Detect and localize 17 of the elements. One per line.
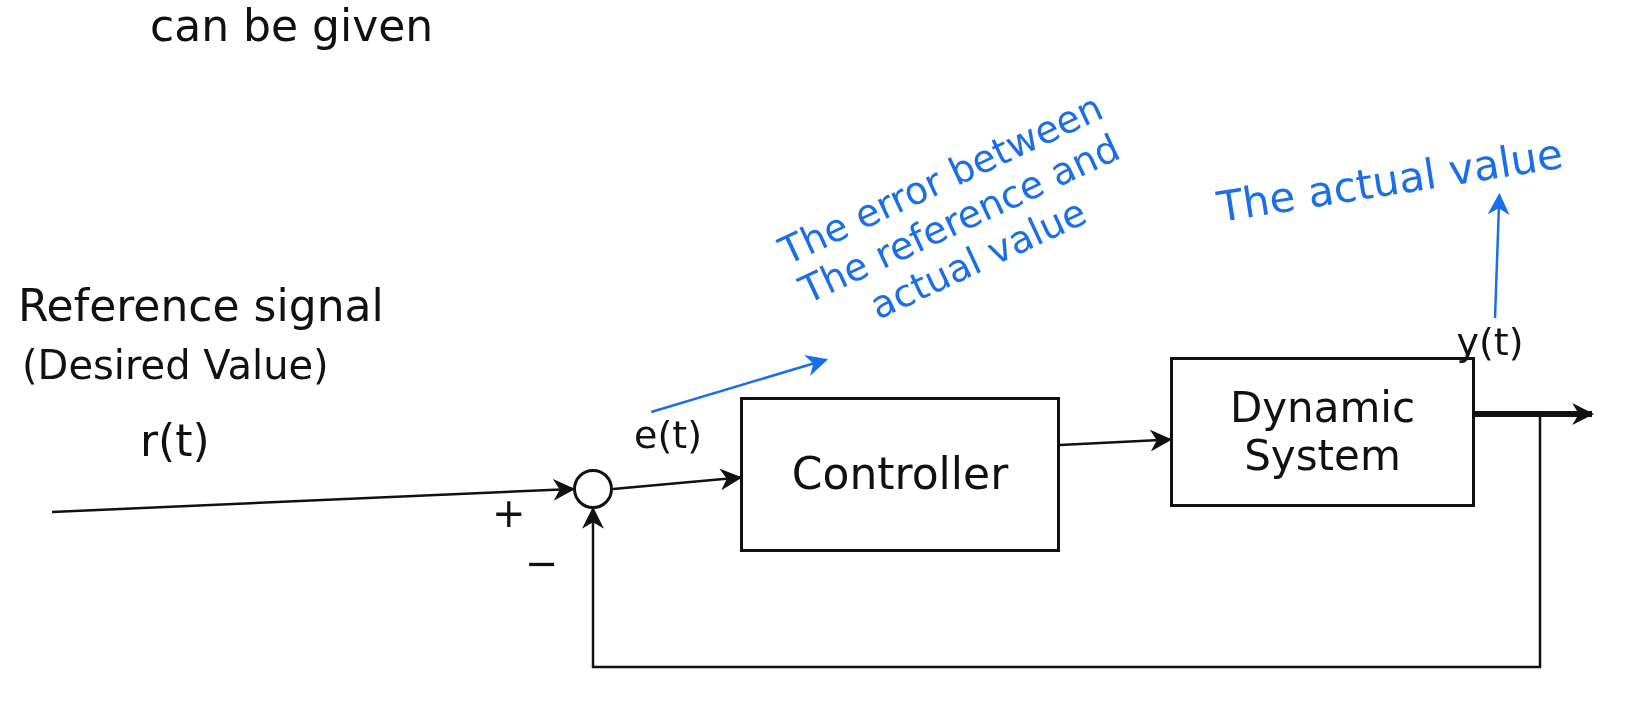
annotation-text: The actual value [1158, 114, 1622, 248]
signal-arrow [582, 412, 1542, 669]
controller-block: Controller [740, 397, 1060, 552]
minus-sign: − [525, 540, 559, 586]
summing-junction [573, 469, 613, 509]
leader-arrow [650, 354, 828, 414]
signal-label: r(t) [140, 415, 210, 466]
input-label: Reference signal [18, 280, 384, 331]
plus-sign: + [492, 490, 526, 536]
signal-arrow [51, 478, 576, 514]
signal-label: e(t) [612, 412, 724, 460]
signal-arrow [1059, 429, 1173, 452]
heading-text: can be given [150, 0, 434, 51]
signal-arrow [1475, 403, 1595, 425]
input-label: (Desired Value) [22, 342, 329, 388]
leader-arrow [1487, 192, 1510, 319]
signal-arrow [612, 468, 743, 491]
